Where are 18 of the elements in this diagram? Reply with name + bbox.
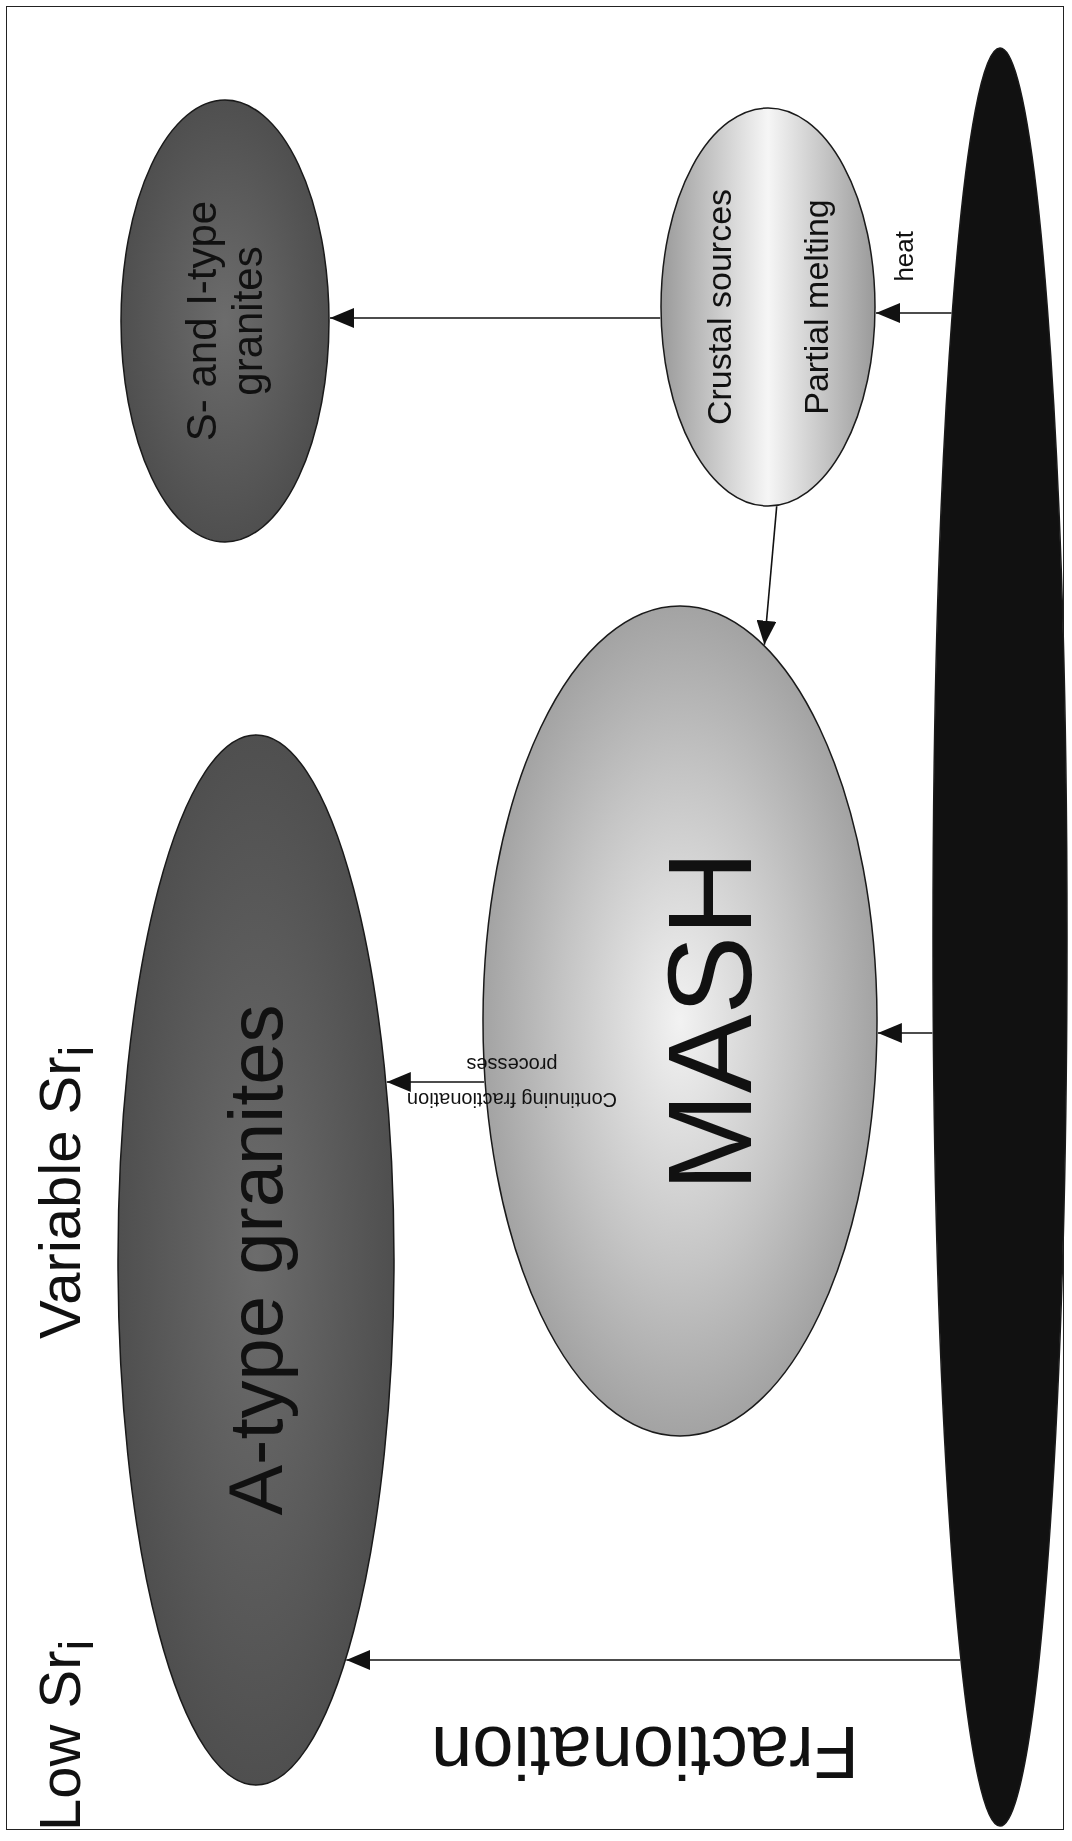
arrow bbox=[875, 303, 953, 323]
ellipse-label: Partial melting bbox=[798, 199, 836, 415]
ellipse-shape bbox=[660, 107, 876, 507]
edge-label: heat bbox=[889, 229, 919, 284]
ellipse-label: Crustal sources bbox=[700, 188, 738, 426]
arrow bbox=[345, 1650, 962, 1670]
ellipse-label: MASH bbox=[651, 850, 769, 1192]
arrow bbox=[756, 505, 778, 646]
ellipse-label: A-type granites bbox=[214, 1004, 298, 1516]
ellipse-label: S- and I-type granites bbox=[178, 199, 272, 444]
arrow bbox=[386, 1072, 485, 1092]
edge-label: Continuing fractionation processes bbox=[405, 1053, 619, 1113]
ellipse-shape bbox=[932, 47, 1068, 1827]
ellipse-shape bbox=[120, 99, 330, 543]
arrow bbox=[329, 308, 661, 328]
arrow bbox=[877, 1023, 934, 1043]
ellipse-shape bbox=[117, 734, 395, 1786]
edge-label: Fractionation bbox=[430, 1711, 860, 1793]
